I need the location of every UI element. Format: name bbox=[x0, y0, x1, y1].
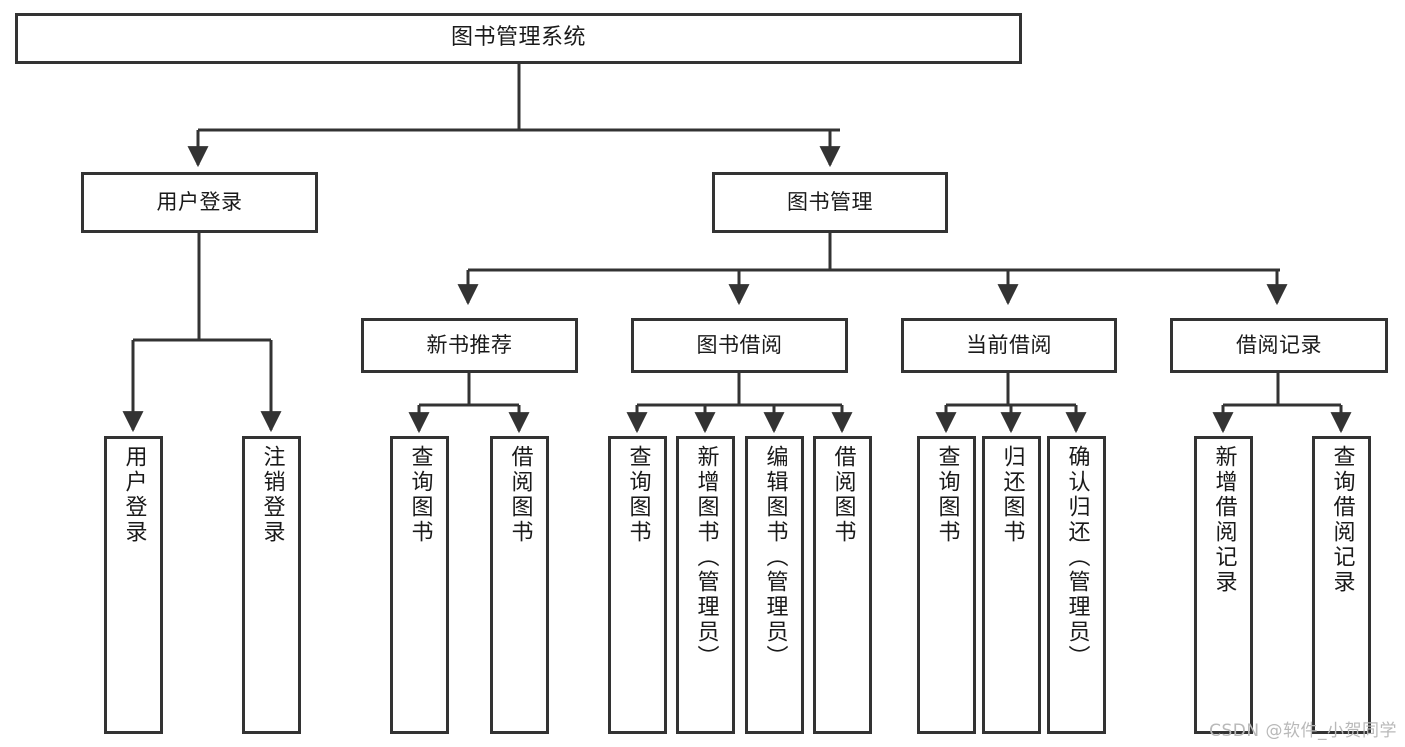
node-book-borrow-label: 图书借阅 bbox=[696, 332, 783, 357]
node-leaf-query-book-2-label: 查询图书 bbox=[625, 445, 651, 545]
node-borrow-record-label: 借阅记录 bbox=[1236, 332, 1322, 357]
node-leaf-borrow-book-1[interactable]: 借阅图书 bbox=[490, 436, 549, 734]
node-leaf-query-record[interactable]: 查询借阅记录 bbox=[1312, 436, 1371, 734]
node-leaf-borrow-book-2[interactable]: 借阅图书 bbox=[813, 436, 872, 734]
node-leaf-user-login-label: 用户登录 bbox=[121, 445, 147, 545]
node-leaf-edit-book[interactable]: 编辑图书（管理员） bbox=[745, 436, 804, 734]
node-root[interactable]: 图书管理系统 bbox=[15, 13, 1022, 64]
node-leaf-add-book-label: 新增图书（管理员） bbox=[693, 445, 719, 670]
node-leaf-add-book[interactable]: 新增图书（管理员） bbox=[676, 436, 735, 734]
node-book-manage-label: 图书管理 bbox=[787, 189, 873, 214]
node-leaf-confirm-return[interactable]: 确认归还（管理员） bbox=[1047, 436, 1106, 734]
node-book-manage[interactable]: 图书管理 bbox=[712, 172, 948, 233]
node-leaf-add-record-label: 新增借阅记录 bbox=[1211, 445, 1237, 595]
node-user-login-label: 用户登录 bbox=[156, 189, 243, 214]
node-leaf-query-book-3-label: 查询图书 bbox=[934, 445, 960, 545]
node-current-borrow-label: 当前借阅 bbox=[966, 332, 1052, 357]
node-leaf-query-book-3[interactable]: 查询图书 bbox=[917, 436, 976, 734]
node-borrow-record[interactable]: 借阅记录 bbox=[1170, 318, 1388, 373]
csdn-watermark: CSDN @软件_小贺同学 bbox=[1209, 721, 1397, 741]
node-leaf-query-book-2[interactable]: 查询图书 bbox=[608, 436, 667, 734]
node-new-book-recommend[interactable]: 新书推荐 bbox=[361, 318, 578, 373]
node-new-book-recommend-label: 新书推荐 bbox=[426, 332, 513, 357]
node-leaf-logout-login[interactable]: 注销登录 bbox=[242, 436, 301, 734]
node-root-label: 图书管理系统 bbox=[450, 25, 586, 51]
node-leaf-borrow-book-2-label: 借阅图书 bbox=[830, 445, 856, 545]
node-leaf-query-book-1[interactable]: 查询图书 bbox=[390, 436, 449, 734]
node-leaf-return-book[interactable]: 归还图书 bbox=[982, 436, 1041, 734]
node-leaf-user-login[interactable]: 用户登录 bbox=[104, 436, 163, 734]
node-current-borrow[interactable]: 当前借阅 bbox=[901, 318, 1117, 373]
node-leaf-add-record[interactable]: 新增借阅记录 bbox=[1194, 436, 1253, 734]
node-leaf-confirm-return-label: 确认归还（管理员） bbox=[1064, 445, 1090, 670]
node-user-login[interactable]: 用户登录 bbox=[81, 172, 318, 233]
node-leaf-borrow-book-1-label: 借阅图书 bbox=[507, 445, 533, 545]
node-leaf-edit-book-label: 编辑图书（管理员） bbox=[762, 445, 788, 670]
node-leaf-logout-login-label: 注销登录 bbox=[259, 445, 285, 545]
node-leaf-query-book-1-label: 查询图书 bbox=[407, 445, 433, 545]
node-book-borrow[interactable]: 图书借阅 bbox=[631, 318, 848, 373]
node-leaf-return-book-label: 归还图书 bbox=[999, 445, 1025, 545]
node-leaf-query-record-label: 查询借阅记录 bbox=[1329, 445, 1355, 595]
